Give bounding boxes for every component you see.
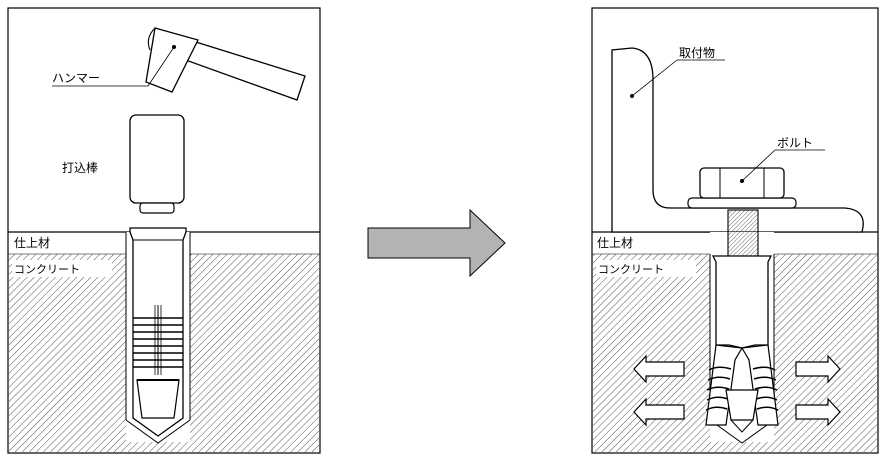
label-hammer: ハンマー (52, 71, 100, 85)
expansion-arrow-left-top (633, 354, 685, 384)
label-concrete: コンクリート (14, 263, 80, 276)
fixture-bracket (611, 47, 864, 233)
bolt-head (699, 167, 785, 199)
label-driving-rod: 打込棒 (62, 161, 98, 175)
right-anchor (705, 255, 779, 433)
label-finish-material: 仕上材 (14, 236, 50, 250)
expansion-arrows (633, 354, 841, 427)
process-arrow (367, 208, 506, 278)
label-concrete-right: コンクリート (598, 263, 664, 276)
right-panel: 取付物 ボルト 仕上材 コンクリート (591, 7, 879, 454)
label-fixture: 取付物 (679, 46, 715, 60)
bolt-flange (687, 197, 797, 209)
label-finish-material-right: 仕上材 (597, 236, 633, 250)
driving-rod (129, 114, 185, 214)
left-anchor (129, 227, 187, 437)
expansion-arrow-left-bottom (633, 397, 685, 427)
bolt-shank (727, 209, 759, 259)
expansion-arrow-right-top (795, 354, 841, 384)
expansion-arrow-right-bottom (795, 397, 841, 427)
hammer (118, 27, 306, 101)
label-bolt: ボルト (777, 136, 813, 150)
left-panel: ハンマー 打込棒 仕上材 コンクリート (7, 7, 321, 454)
